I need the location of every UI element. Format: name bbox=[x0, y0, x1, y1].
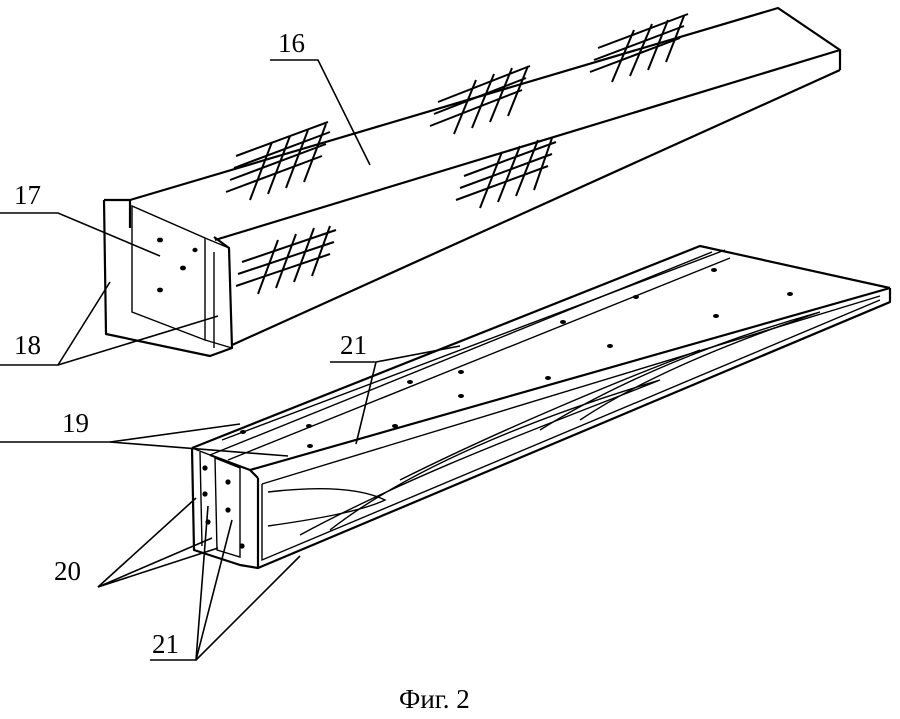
mesh-patch-2 bbox=[429, 65, 531, 135]
label-19: 19 bbox=[62, 408, 89, 438]
leader-lines bbox=[0, 59, 461, 661]
label-16: 16 bbox=[278, 28, 305, 58]
mesh-patch-3 bbox=[589, 13, 689, 83]
figure-caption: Фиг. 2 bbox=[399, 684, 470, 714]
label-18: 18 bbox=[14, 330, 41, 360]
label-21-bottom: 21 bbox=[152, 629, 179, 659]
upper-beam bbox=[102, 6, 842, 358]
label-17: 17 bbox=[14, 180, 41, 210]
label-20: 20 bbox=[54, 556, 81, 586]
mesh-patch-4 bbox=[455, 137, 557, 209]
label-21-top: 21 bbox=[340, 330, 367, 360]
mesh-patch-1 bbox=[225, 121, 331, 201]
lower-beam bbox=[190, 244, 892, 570]
dowel-holes bbox=[202, 268, 793, 549]
mesh-patch-5 bbox=[235, 225, 337, 295]
